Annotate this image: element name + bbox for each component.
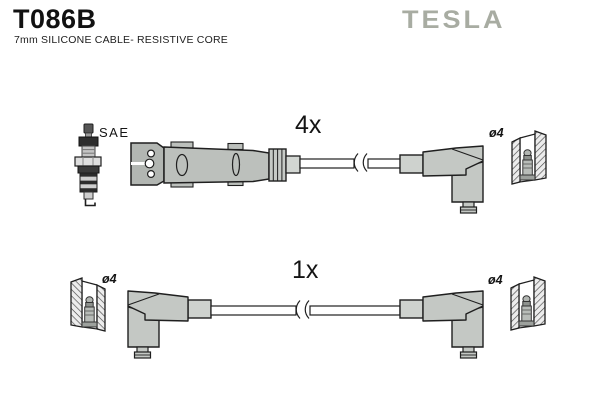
tesla-logo: TESLA	[402, 6, 506, 34]
row2-plug-boot-left	[127, 290, 212, 359]
row2-cable	[210, 300, 401, 319]
row1-terminal-diameter-label: ø4	[489, 126, 504, 140]
cable-spec-subtitle: 7mm SILICONE CABLE- RESISTIVE CORE	[14, 34, 228, 46]
row1-terminal-cup	[511, 130, 547, 185]
row2-terminal-cup-right	[510, 276, 546, 331]
spark-plug-icon	[74, 123, 102, 207]
row1-coil-connector	[130, 141, 301, 188]
row2-quantity-label: 1x	[292, 256, 319, 284]
row2-terminal-diameter-label-left: ø4	[102, 272, 117, 286]
sae-standard-label: SAE	[99, 125, 130, 140]
row1-quantity-label: 4x	[295, 111, 322, 139]
row2-terminal-diameter-label-right: ø4	[488, 273, 503, 287]
part-number: T086B	[13, 4, 97, 34]
row2-plug-boot-right	[399, 290, 484, 359]
row1-plug-boot	[399, 145, 484, 214]
row1-cable	[299, 153, 402, 172]
row2-terminal-cup-left	[70, 277, 106, 332]
